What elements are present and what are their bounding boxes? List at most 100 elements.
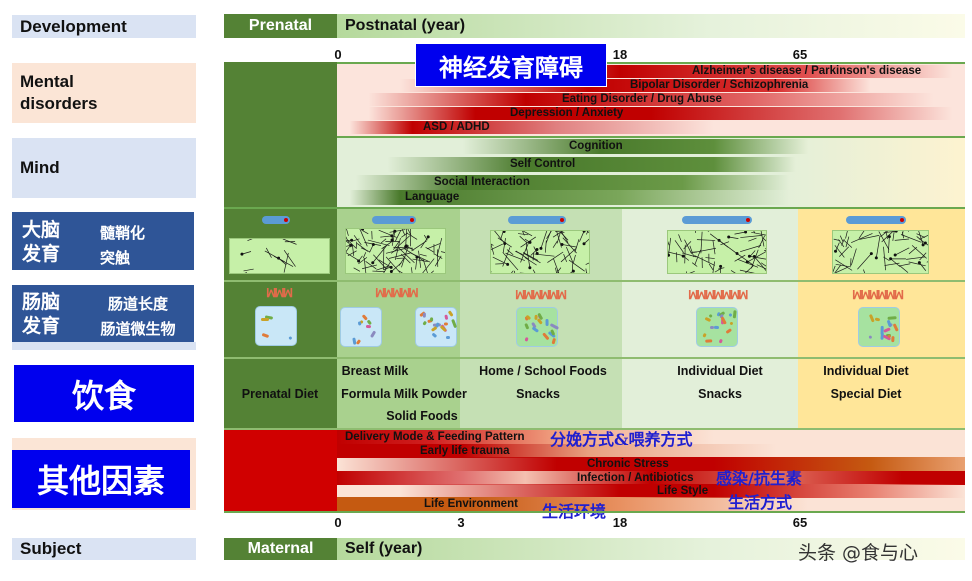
microbiome-icon bbox=[340, 307, 382, 347]
microbe-icon bbox=[430, 317, 434, 321]
diet-item: Special Diet bbox=[830, 387, 902, 401]
disorder-label: Alzheimer's disease / Parkinson's diseas… bbox=[692, 65, 922, 77]
myelin-icon bbox=[508, 216, 566, 224]
label-other-factors: 其他因素 bbox=[12, 450, 190, 508]
t: 饮食 bbox=[71, 376, 136, 415]
microbe-icon bbox=[525, 337, 529, 342]
label-mind: Mind bbox=[12, 138, 196, 198]
microbe-icon bbox=[874, 317, 881, 321]
mind-bar: Self Control bbox=[337, 157, 965, 172]
watermark: 头条 @食与心 bbox=[798, 542, 919, 564]
intestine-icon: ꟽꟽꟽꟽꟽꟽꟽ bbox=[688, 288, 749, 302]
label-left: 大脑发育 bbox=[22, 218, 60, 266]
microbe-icon bbox=[439, 325, 447, 332]
t: 发育 bbox=[22, 243, 61, 265]
microbe-icon bbox=[355, 339, 361, 345]
label-text: Development bbox=[20, 16, 127, 36]
microbe-icon bbox=[262, 332, 270, 338]
tick: 65 bbox=[792, 47, 808, 62]
intestine-icon: ꟽꟽꟽꟽꟽ bbox=[375, 286, 419, 300]
tick: 0 bbox=[334, 515, 342, 530]
factor-bar: Delivery Mode & Feeding Pattern bbox=[337, 430, 965, 444]
microbe-icon bbox=[719, 338, 724, 344]
factor-label: Delivery Mode & Feeding Pattern bbox=[345, 431, 525, 443]
microbe-icon bbox=[445, 336, 450, 339]
label-mental-disorders: Mental disorders bbox=[12, 63, 196, 123]
microbe-icon bbox=[444, 314, 449, 320]
factor-bar: Early life trauma bbox=[337, 444, 965, 458]
t: 其他因素 bbox=[36, 462, 165, 500]
factor-bar: Life Environment bbox=[337, 497, 965, 511]
factor-label: Life Style bbox=[657, 485, 709, 497]
t: 肠脑 bbox=[22, 291, 61, 313]
divider bbox=[224, 511, 965, 513]
cn-annotation: 分娩方式&喂养方式 bbox=[550, 430, 693, 449]
neuron-network-icon bbox=[667, 230, 767, 274]
diet-item: Individual Diet bbox=[677, 364, 763, 378]
factor-label: Chronic Stress bbox=[587, 458, 669, 470]
diet-item: Home / School Foods bbox=[479, 364, 607, 378]
label-text: Mental disorders bbox=[20, 72, 98, 113]
mind-bar: Cognition bbox=[337, 139, 965, 154]
microbe-icon bbox=[733, 310, 737, 319]
neuron-network-icon bbox=[345, 228, 446, 274]
microbe-icon bbox=[892, 323, 899, 332]
microbe-icon bbox=[886, 319, 892, 328]
label-right: 髓鞘化突触 bbox=[100, 221, 145, 271]
disorder-bar: Depression / Anxiety bbox=[337, 107, 965, 120]
cn-annotation: 感染/抗生素 bbox=[716, 469, 802, 488]
label-gut-brain-development: 肠脑发育 肠道长度肠道微生物 bbox=[12, 285, 194, 342]
diet-item: Solid Foods bbox=[386, 409, 458, 423]
divider bbox=[224, 207, 965, 209]
mind-label: Language bbox=[405, 191, 460, 203]
microbiome-icon bbox=[255, 306, 297, 346]
microbiome-icon bbox=[516, 307, 559, 347]
microbe-icon bbox=[704, 339, 713, 343]
microbiome-icon bbox=[696, 307, 738, 347]
cn-annotation: 生活方式 bbox=[728, 493, 793, 512]
microbe-icon bbox=[728, 313, 733, 318]
microbe-icon bbox=[551, 338, 556, 345]
tick: 18 bbox=[612, 515, 628, 530]
intestine-icon: ꟽꟽꟽꟽꟽꟽ bbox=[852, 288, 904, 302]
disorder-bar: Eating Disorder / Drug Abuse bbox=[337, 93, 965, 106]
microbe-icon bbox=[422, 321, 427, 326]
mind-label: Social Interaction bbox=[434, 176, 530, 188]
microbe-icon bbox=[444, 322, 449, 326]
t: 肠道长度 bbox=[107, 295, 168, 313]
factor-label: Life Environment bbox=[424, 498, 518, 510]
microbe-icon bbox=[366, 324, 372, 328]
microbe-icon bbox=[448, 310, 454, 317]
microbe-icon bbox=[357, 321, 362, 326]
prenatal-factors-cell bbox=[224, 428, 337, 512]
microbe-icon bbox=[546, 318, 549, 326]
microbe-icon bbox=[869, 314, 875, 323]
disorder-label: ASD / ADHD bbox=[423, 121, 490, 133]
overlay-title: 神经发育障碍 bbox=[415, 43, 607, 87]
neuron-network-icon bbox=[490, 230, 590, 274]
cn-annotation: 生活环境 bbox=[542, 502, 607, 521]
microbe-icon bbox=[883, 328, 891, 333]
microbe-icon bbox=[288, 336, 293, 340]
diet-item: Formula Milk Powder bbox=[341, 387, 467, 401]
microbe-icon bbox=[726, 328, 733, 334]
factor-bar: Life Style bbox=[337, 484, 965, 498]
myelin-icon bbox=[372, 216, 416, 224]
diet-prenatal: Prenatal Diet bbox=[241, 387, 319, 401]
intestine-icon: ꟽꟽꟽꟽꟽꟽ bbox=[515, 288, 567, 302]
label-development: Development bbox=[12, 15, 196, 38]
divider bbox=[12, 342, 196, 350]
diet-item: Individual Diet bbox=[823, 364, 909, 378]
mind-bar: Social Interaction bbox=[337, 175, 965, 190]
label-subject: Subject bbox=[12, 538, 196, 560]
microbe-icon bbox=[702, 332, 707, 338]
tick: 3 bbox=[457, 515, 465, 530]
microbe-icon bbox=[868, 335, 872, 339]
intestine-icon: ꟽꟽꟽ bbox=[266, 286, 293, 300]
t: 突触 bbox=[100, 249, 131, 267]
microbe-icon bbox=[729, 321, 734, 325]
prenatal-header: Prenatal bbox=[224, 14, 337, 38]
neuron-network-icon bbox=[832, 230, 929, 274]
tick: 0 bbox=[334, 47, 342, 62]
disorder-bar: ASD / ADHD bbox=[337, 121, 965, 134]
